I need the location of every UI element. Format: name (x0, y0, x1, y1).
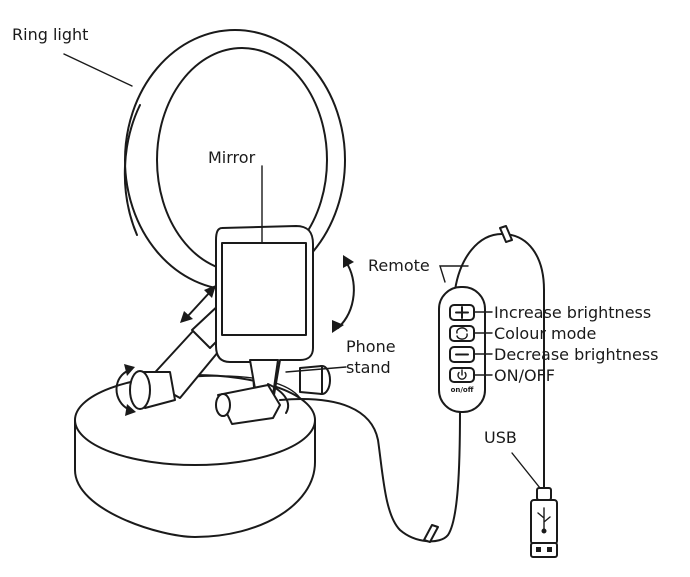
ring-light-label: Ring light (12, 25, 88, 44)
rotate-arrow-icon (332, 255, 355, 333)
remote-label: Remote (368, 256, 430, 275)
ring-light (123, 29, 346, 291)
swivel-arrow-icon (115, 364, 136, 416)
cycle-icon (456, 327, 468, 340)
mirror-label: Mirror (208, 148, 256, 167)
cable (279, 225, 545, 543)
decrease-brightness-label: Decrease brightness (494, 345, 659, 364)
phone-stand-label-line2: stand (346, 358, 391, 377)
on-off-label: ON/OFF (494, 366, 555, 385)
mirror-surface (221, 242, 307, 336)
power-icon (457, 369, 467, 380)
usb-icon (537, 507, 551, 534)
tilt-arrow-icon (180, 285, 216, 323)
plus-icon (455, 306, 469, 319)
increase-brightness-label: Increase brightness (494, 303, 651, 322)
arm (129, 301, 331, 410)
colour-mode-label: Colour mode (494, 324, 596, 343)
base (74, 374, 316, 538)
phone-stand (215, 383, 290, 425)
usb-connector (530, 487, 558, 558)
usb-label: USB (484, 428, 517, 447)
power-button-text: on/off (451, 386, 474, 394)
remote: on/off (438, 286, 486, 413)
leader-lines (63, 53, 541, 489)
phone-stand-label-line1: Phone (346, 337, 396, 356)
